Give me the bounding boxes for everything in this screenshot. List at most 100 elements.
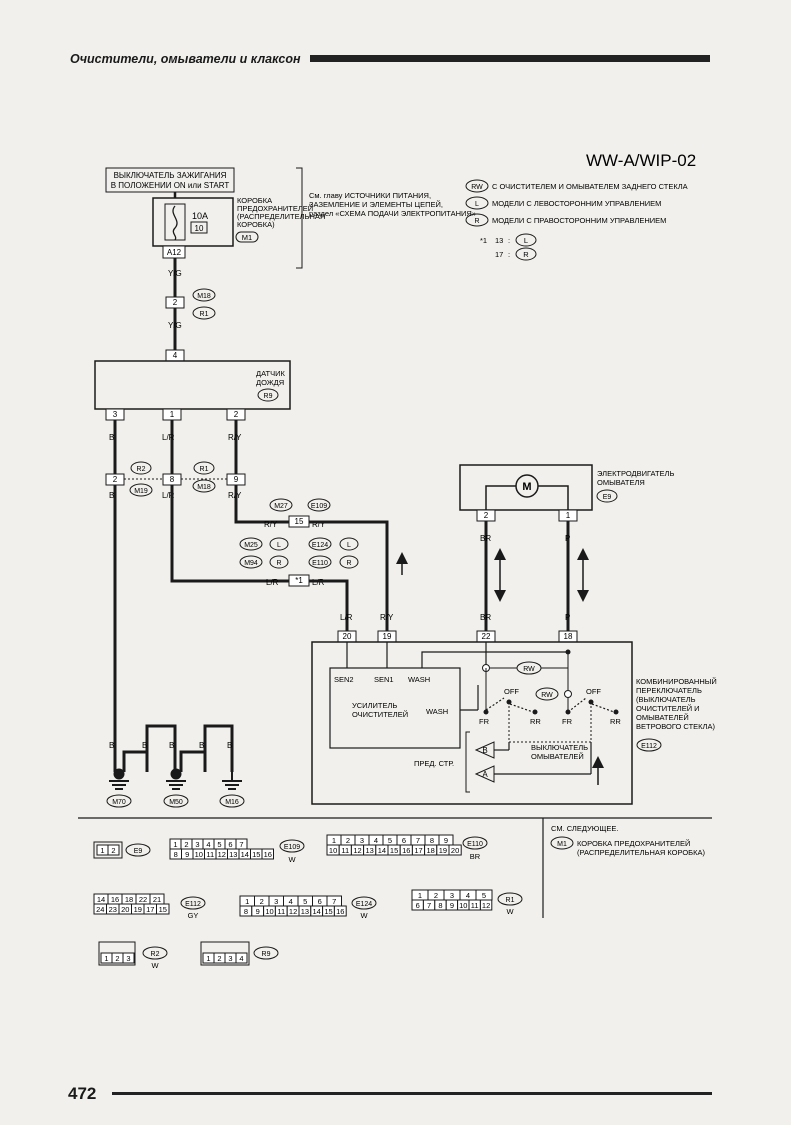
e110-pin-number: 16 [402, 846, 410, 855]
e124-pin-cell [333, 905, 347, 917]
svg-text:3: 3 [113, 410, 118, 419]
fusebox-label: КОРОБКА ПРЕДОХРАНИТЕЛЕЙ (РАСПРЕДЕЛИТЕЛЬН… [235, 196, 325, 243]
e109-pin-number: 12 [218, 850, 226, 859]
svg-text:СМ. СЛЕДУЮЩЕЕ.: СМ. СЛЕДУЮЩЕЕ. [551, 824, 618, 833]
e109-tag: E109 [284, 844, 300, 851]
svg-text:Y/G: Y/G [168, 269, 182, 278]
e109-pin-number: 8 [174, 850, 178, 859]
e110-pin-number: 6 [402, 836, 406, 845]
svg-text:2: 2 [484, 511, 489, 520]
svg-text:B: B [482, 746, 487, 755]
e9-tag: E9 [134, 848, 143, 855]
r2-pin-cell [122, 952, 135, 964]
svg-text:M1: M1 [242, 233, 252, 242]
e124-pin-number: 12 [289, 907, 297, 916]
svg-text:(РАСПРЕДЕЛИТЕЛЬНАЯ: (РАСПРЕДЕЛИТЕЛЬНАЯ [237, 212, 325, 221]
svg-text:ПРЕДОХРАНИТЕЛЕЙ: ПРЕДОХРАНИТЕЛЕЙ [237, 204, 313, 213]
e110-color: BR [470, 852, 481, 861]
e109-pin-number: 11 [206, 850, 214, 859]
r1-pin-number: 4 [466, 891, 470, 900]
svg-text:R1: R1 [200, 311, 209, 318]
svg-text:BR: BR [480, 613, 491, 622]
svg-text:ПРЕД. СТР.: ПРЕД. СТР. [414, 759, 454, 768]
r9-tag-outline [253, 946, 279, 960]
svg-text:ОМЫВАТЕЛЯ: ОМЫВАТЕЛЯ [597, 478, 645, 487]
e109-color: W [288, 855, 296, 864]
svg-text:WASH: WASH [426, 707, 448, 716]
r9-tag: R9 [262, 951, 271, 958]
r2-tag: R2 [151, 951, 160, 958]
svg-text:2: 2 [234, 410, 239, 419]
r1-pin-number: 9 [450, 901, 454, 910]
svg-text:18: 18 [564, 632, 573, 641]
svg-text:ВЕТРОВОГО СТЕКЛА): ВЕТРОВОГО СТЕКЛА) [636, 722, 715, 731]
e112-pin-number: 17 [146, 905, 154, 914]
svg-text:B: B [109, 433, 114, 442]
e110-pin-cell [448, 844, 462, 856]
e110-tag: E110 [467, 841, 483, 848]
svg-text:1: 1 [566, 511, 571, 520]
e124-pin-number: 13 [301, 907, 309, 916]
r1-tag: R1 [506, 897, 515, 904]
svg-text:M70: M70 [112, 799, 126, 806]
washer-motor-label: ЭЛЕКТРОДВИГАТЕЛЬ ОМЫВАТЕЛЯ E9 [596, 469, 674, 503]
e109-pin-number: 6 [228, 840, 232, 849]
r2-housing [98, 941, 136, 966]
footer-rule [112, 1092, 712, 1095]
e124-pin-number: 2 [260, 897, 264, 906]
e110-pin-number: 17 [414, 846, 422, 855]
fuse-pin: A12 [167, 248, 182, 257]
svg-text:OFF: OFF [586, 687, 601, 696]
svg-text:M25: M25 [244, 542, 258, 549]
svg-text:ПЕРЕКЛЮЧАТЕЛЬ: ПЕРЕКЛЮЧАТЕЛЬ [636, 686, 702, 695]
e109-tag-outline [279, 839, 305, 853]
e109-pin-number: 14 [241, 850, 249, 859]
e110-pin-number: 5 [388, 836, 392, 845]
svg-text:раздел «СХЕМА ПОДАЧИ ЭЛЕКТРОПИ: раздел «СХЕМА ПОДАЧИ ЭЛЕКТРОПИТАНИЯ» [309, 209, 476, 218]
svg-text:E110: E110 [312, 560, 328, 567]
svg-text:RR: RR [610, 717, 621, 726]
svg-text:B: B [109, 491, 114, 500]
e124-pin-number: 15 [324, 907, 332, 916]
e124-pin-number: 4 [289, 897, 293, 906]
svg-text:L: L [347, 542, 351, 549]
svg-text:E109: E109 [311, 503, 327, 510]
svg-text:(РАСПРЕДЕЛИТЕЛЬНАЯ КОРОБКА): (РАСПРЕДЕЛИТЕЛЬНАЯ КОРОБКА) [577, 848, 705, 857]
svg-text:17: 17 [495, 250, 503, 259]
r1-pin-number: 6 [416, 901, 420, 910]
svg-text:ЭЛЕКТРОДВИГАТЕЛЬ: ЭЛЕКТРОДВИГАТЕЛЬ [597, 469, 674, 478]
svg-text:RR: RR [530, 717, 541, 726]
svg-text:R/Y: R/Y [264, 520, 278, 529]
r9-housing [200, 941, 250, 966]
e110-pin-number: 18 [427, 846, 435, 855]
svg-text:R: R [346, 560, 351, 567]
e109-pin-number: 3 [195, 840, 199, 849]
r1-pin-number: 3 [450, 891, 454, 900]
r9-pin-number: 4 [239, 954, 243, 963]
svg-text:ОМЫВАТЕЛЕЙ: ОМЫВАТЕЛЕЙ [531, 752, 584, 761]
svg-text:R: R [276, 560, 281, 567]
svg-text:19: 19 [383, 632, 392, 641]
svg-text:M94: M94 [244, 560, 258, 567]
e110-pin-number: 3 [360, 836, 364, 845]
e9-pin-number: 2 [111, 846, 115, 855]
svg-text:FR: FR [479, 717, 490, 726]
svg-text:R/Y: R/Y [228, 433, 242, 442]
svg-text:WASH: WASH [408, 675, 430, 684]
e112-pin-number: 19 [134, 905, 142, 914]
r1-pin-number: 2 [434, 891, 438, 900]
e110-pin-number: 8 [430, 836, 434, 845]
e110-pin-number: 7 [416, 836, 420, 845]
see-following-note: СМ. СЛЕДУЮЩЕЕ. M1 КОРОБКА ПРЕДОХРАНИТЕЛЕ… [550, 824, 705, 857]
see-chapter-note: См. главу ИСТОЧНИКИ ПИТАНИЯ, ЗАЗЕМЛЕНИЕ … [309, 191, 476, 218]
e112-tag: E112 [185, 901, 201, 908]
e9-pin-cell [107, 844, 120, 856]
diagram-code: WW-A/WIP-02 [586, 151, 696, 170]
r2-tag-outline [142, 946, 168, 960]
svg-text:BR: BR [480, 534, 491, 543]
e110-pin-number: 11 [341, 846, 349, 855]
svg-text:КОРОБКА ПРЕДОХРАНИТЕЛЕЙ: КОРОБКА ПРЕДОХРАНИТЕЛЕЙ [577, 839, 690, 848]
e109-pin-number: 10 [195, 850, 203, 859]
wiper-amplifier-box [329, 667, 461, 749]
